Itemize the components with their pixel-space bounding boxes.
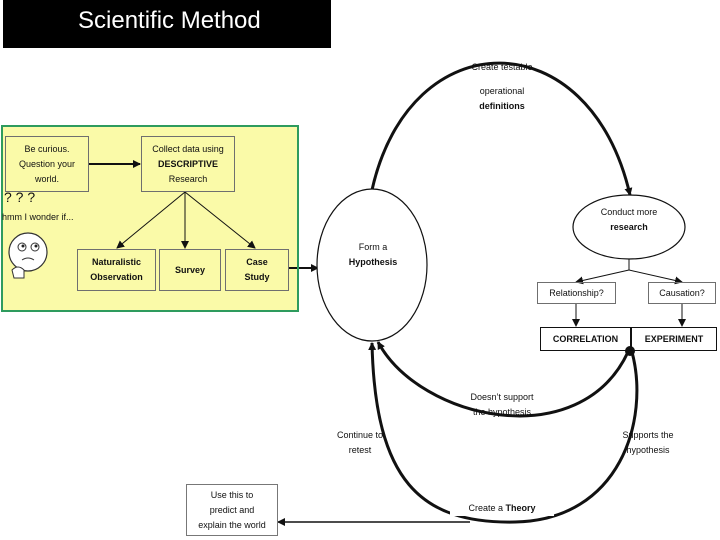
relationship-box: Relationship? bbox=[537, 282, 616, 304]
hypothesis-circle bbox=[316, 188, 428, 342]
thinking-face-icon bbox=[4, 226, 50, 282]
arc-doesnt-support bbox=[376, 341, 630, 418]
survey-box: Survey bbox=[159, 249, 221, 291]
correlation-box: CORRELATION bbox=[540, 327, 631, 351]
question-marks: ? ? ? bbox=[4, 189, 36, 205]
branch-to-relationship bbox=[575, 269, 630, 285]
create-theory-text: Create a Theory bbox=[450, 501, 554, 516]
slide-title: Scientific Method bbox=[78, 7, 261, 34]
experiment-box: EXPERIMENT bbox=[631, 327, 717, 351]
arc-hypothesis-to-conduct bbox=[370, 61, 633, 196]
slide-title-bar: Scientific Method bbox=[3, 0, 331, 48]
descriptive-research-panel bbox=[1, 125, 299, 312]
wonder-text: hmm I wonder if... bbox=[2, 212, 74, 222]
descriptive-panel-fill bbox=[2, 126, 298, 311]
branch-to-causation bbox=[628, 269, 683, 285]
branch-to-naturalistic bbox=[116, 191, 186, 249]
causation-box: Causation? bbox=[648, 282, 716, 304]
branch-to-case bbox=[184, 191, 256, 249]
arc-supports bbox=[368, 342, 639, 524]
